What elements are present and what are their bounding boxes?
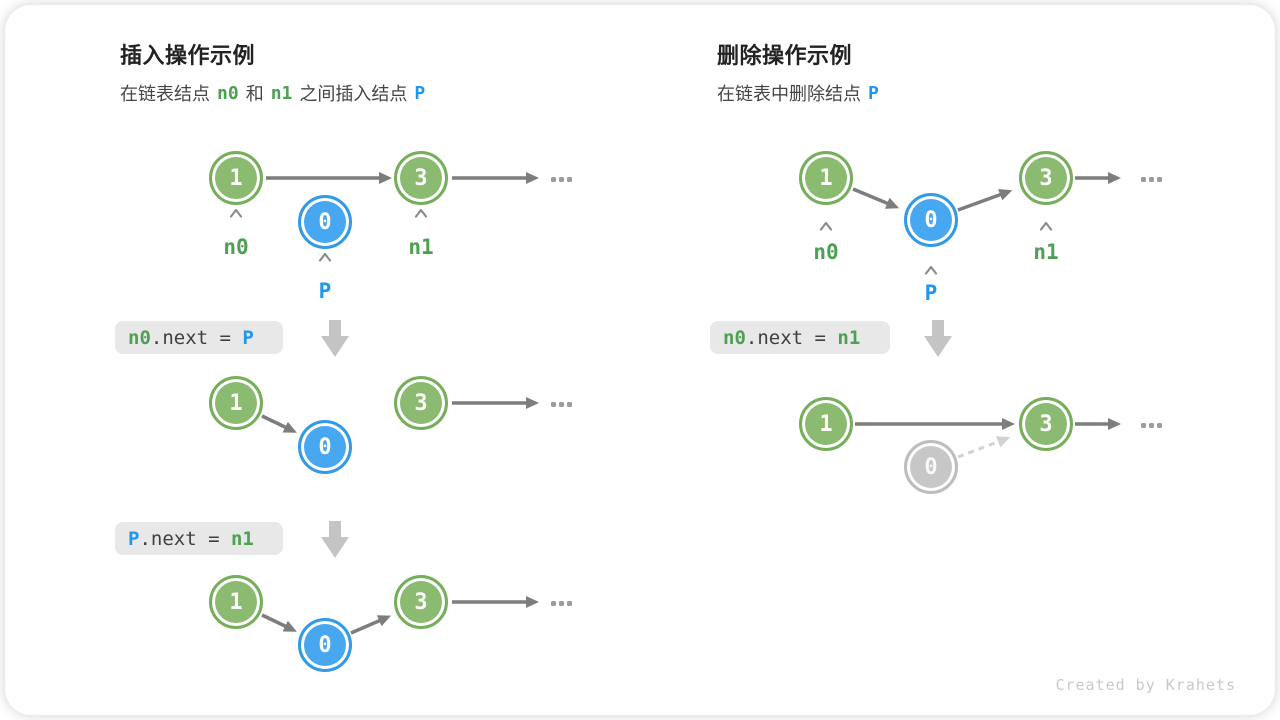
down-block-arrow-icon (924, 320, 952, 357)
node-p-value-0: 0 (298, 195, 352, 249)
ellipsis-icon (551, 177, 572, 182)
code-token-mid: .next = (745, 326, 838, 349)
insert-panel-title: 插入操作示例 (120, 43, 256, 68)
caret-up-icon (318, 252, 332, 262)
node-value-text: 3 (414, 390, 428, 416)
node-value-text: 0 (924, 207, 938, 233)
node-value-text: 1 (819, 411, 833, 437)
node-value-text: 0 (924, 454, 938, 480)
node-value-text: 1 (819, 165, 833, 191)
node-value-3: 3 (1019, 151, 1073, 205)
node-value-3: 3 (1019, 397, 1073, 451)
down-block-arrow-icon (321, 521, 349, 558)
node-value-text: 1 (229, 165, 243, 191)
node-value-text: 0 (318, 632, 332, 658)
node-value-text: 3 (414, 589, 428, 615)
caret-up-icon (1039, 221, 1053, 231)
subtitle-text: 在链表结点 (120, 84, 210, 104)
arrow-insert3-n0-to-p (261, 613, 297, 632)
ellipsis-icon (551, 601, 572, 606)
node-value-text: 0 (318, 434, 332, 460)
code-token-mid: .next = (139, 527, 231, 550)
token-n1: n1 (270, 82, 293, 104)
subtitle-text: 在链表中删除结点 (717, 84, 861, 104)
pointer-label-p: P (924, 281, 938, 305)
ellipsis-icon (1141, 177, 1162, 182)
caret-up-icon (819, 221, 833, 231)
insert-panel-subtitle: 在链表结点 n0 和 n1 之间插入结点 P (120, 80, 432, 106)
node-value-3: 3 (394, 376, 448, 430)
code-token-rhs: n1 (837, 326, 861, 349)
node-value-1: 1 (799, 151, 853, 205)
pointer-label-n1: n1 (408, 235, 434, 259)
node-value-1: 1 (799, 397, 853, 451)
code-box-n0-next-p: n0.next = P (115, 321, 283, 354)
caret-up-icon (229, 208, 243, 218)
arrow-insert2-n0-to-p (261, 414, 297, 433)
node-value-text: 1 (229, 390, 243, 416)
node-p-value-0: 0 (298, 420, 352, 474)
token-p: P (414, 82, 426, 104)
arrow-delete1-p-to-n1 (957, 189, 1013, 212)
token-n0: n0 (217, 82, 239, 104)
pointer-label-n0: n0 (223, 235, 249, 259)
node-value-text: 3 (1039, 411, 1053, 437)
node-value-3: 3 (394, 575, 448, 629)
delete-panel-title: 删除操作示例 (717, 43, 853, 68)
arrow-delete2-removed-link-dashed (957, 436, 1011, 459)
node-value-1: 1 (209, 575, 263, 629)
node-p-value-0: 0 (904, 193, 958, 247)
arrow-insert3-p-to-n1 (350, 615, 392, 635)
node-value-text: 0 (318, 209, 332, 235)
token-p: P (868, 82, 879, 104)
ellipsis-icon (551, 402, 572, 407)
pointer-label-p: P (318, 279, 332, 303)
caret-up-icon (414, 208, 428, 218)
node-value-1: 1 (209, 376, 263, 430)
credit-text: Created by Krahets (1055, 676, 1236, 694)
code-token-mid: .next = (150, 326, 243, 349)
code-token-lhs: P (128, 527, 140, 550)
node-value-3: 3 (394, 151, 448, 205)
caret-up-icon (924, 265, 938, 275)
ellipsis-icon (1141, 423, 1162, 428)
node-p-value-0: 0 (298, 618, 352, 672)
pointer-label-n0: n0 (813, 240, 839, 264)
code-box-p-next-n1: P.next = n1 (115, 522, 283, 555)
arrow-delete1-n0-to-p (852, 187, 900, 209)
node-value-1: 1 (209, 151, 263, 205)
node-value-text: 3 (414, 165, 428, 191)
node-value-text: 3 (1039, 165, 1053, 191)
code-box-n0-next-n1: n0.next = n1 (710, 321, 890, 354)
pointer-label-n1: n1 (1033, 240, 1059, 264)
code-token-lhs: n0 (723, 326, 746, 349)
down-block-arrow-icon (321, 320, 349, 357)
node-value-text: 1 (229, 589, 243, 615)
subtitle-text: 和 (245, 84, 264, 104)
code-token-rhs: n1 (230, 527, 254, 550)
code-token-rhs: P (242, 326, 254, 349)
node-p-removed-value-0: 0 (904, 440, 958, 494)
subtitle-text: 之间插入结点 (299, 84, 408, 104)
code-token-lhs: n0 (128, 326, 151, 349)
delete-panel-subtitle: 在链表中删除结点 P (717, 80, 886, 106)
